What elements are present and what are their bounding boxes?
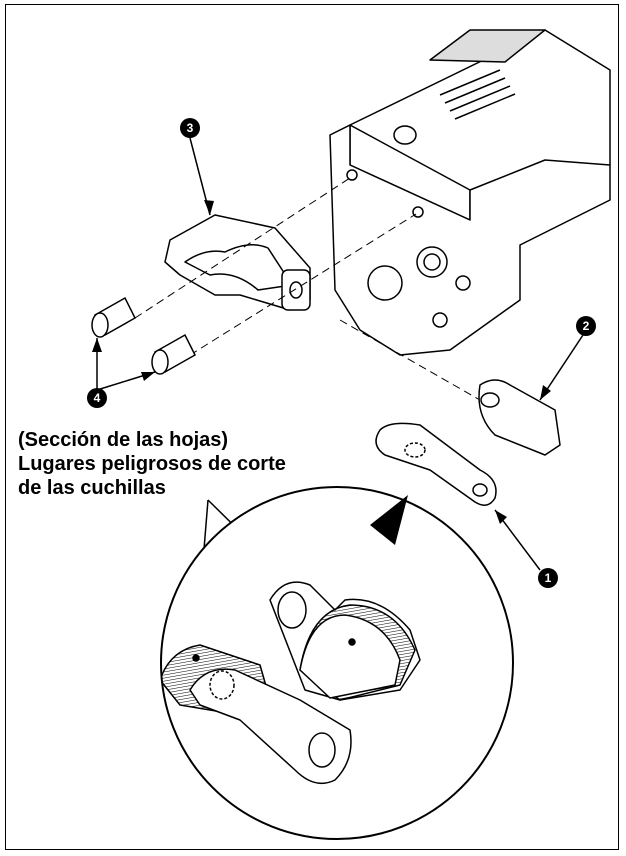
figure-frame [5, 4, 619, 850]
knife-parts [375, 379, 561, 506]
alignment-lines [134, 177, 481, 401]
svg-text:1: 1 [545, 571, 552, 585]
screws-part-4 [91, 296, 196, 375]
svg-text:2: 2 [583, 319, 590, 333]
callout-2: 2 [576, 316, 596, 336]
knife-holder-part-3 [164, 214, 311, 311]
svg-text:4: 4 [94, 391, 101, 405]
caption-line-2: Lugares peligrosos de corte [18, 453, 286, 475]
magnified-view [160, 486, 514, 840]
arrow-heads [92, 200, 551, 524]
caption-line-1: (Sección de las hojas) [18, 429, 229, 451]
callout-1: 1 [538, 568, 558, 588]
callout-3: 3 [180, 118, 200, 138]
svg-text:3: 3 [187, 121, 194, 135]
callout-4: 4 [87, 388, 107, 408]
machine-body [329, 29, 611, 356]
danger-caption: (Sección de las hojas) Lugares peligroso… [18, 428, 286, 500]
caption-line-3: de las cuchillas [18, 477, 166, 499]
